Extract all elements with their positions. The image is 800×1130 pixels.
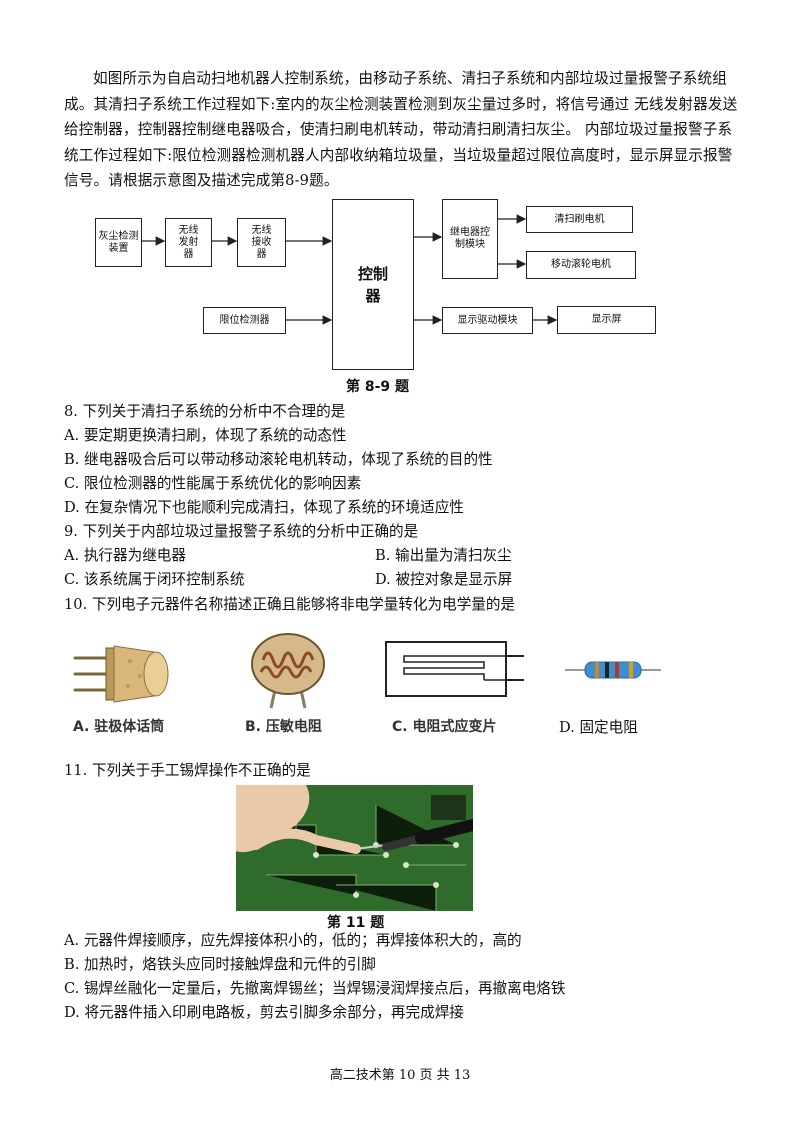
dust-sensor-box: 灰尘检测装置: [95, 218, 142, 267]
q8-stem: 8. 下列关于清扫子系统的分析中不合理的是: [64, 403, 346, 420]
q9-option-c: C. 该系统属于闭环控制系统: [64, 571, 245, 588]
wireless-receiver-box: 无线接收器: [237, 218, 286, 267]
q8-option-a: A. 要定期更换清扫刷，体现了系统的动态性: [64, 427, 347, 444]
q8-option-c: C. 限位检测器的性能属于系统优化的影响因素: [64, 475, 362, 492]
strain-gauge-image: [385, 641, 524, 697]
intro-paragraph: 如图所示为自启动扫地机器人控制系统，由移动子系统、清扫子系统和内部垃圾过量报警子…: [64, 70, 738, 189]
q9-option-d: D. 被控对象是显示屏: [375, 571, 513, 588]
q11-option-a: A. 元器件焊接顺序，应先焊接体积小的，低的；再焊接体积大的，高的: [64, 932, 522, 949]
diagram-caption: 第 8-9 题: [346, 379, 410, 395]
q8-option-d: D. 在复杂情况下也能顺利完成清扫，体现了系统的环境适应性: [64, 499, 464, 516]
q10-option-a-label: A. 驻极体话筒: [73, 719, 165, 735]
photoresistor-image: [251, 633, 325, 709]
q9-option-a: A. 执行器为继电器: [64, 547, 186, 564]
q11-caption: 第 11 题: [327, 915, 385, 931]
q9-stem: 9. 下列关于内部垃圾过量报警子系统的分析中正确的是: [64, 523, 419, 540]
q11-option-b: B. 加热时，烙铁头应同时接触焊盘和元件的引脚: [64, 956, 376, 973]
relay-module-box: 继电器控制模块: [442, 199, 498, 279]
q8-option-b: B. 继电器吸合后可以带动移动滚轮电机转动，体现了系统的目的性: [64, 451, 493, 468]
wireless-transmitter-box: 无线发射器: [165, 218, 212, 267]
q11-stem: 11. 下列关于手工锡焊操作不正确的是: [64, 762, 311, 779]
display-screen-box: 显示屏: [557, 306, 656, 334]
brush-motor-box: 清扫刷电机: [526, 206, 633, 233]
electret-microphone-image: [73, 645, 169, 703]
q9-option-b: B. 输出量为清扫灰尘: [375, 547, 512, 564]
wheel-motor-box: 移动滚轮电机: [526, 251, 636, 279]
display-driver-box: 显示驱动模块: [442, 307, 533, 334]
diagram-connectors: [142, 214, 558, 325]
q11-option-d: D. 将元器件插入印刷电路板，剪去引脚多余部分，再完成焊接: [64, 1004, 464, 1021]
q10-option-d-label: D. 固定电阻: [559, 719, 638, 736]
q10-option-b-label: B. 压敏电阻: [245, 719, 322, 735]
controller-box: 控制器: [332, 199, 414, 370]
page-footer: 高二技术第 10 页 共 13: [329, 1068, 471, 1083]
q10-stem: 10. 下列电子元器件名称描述正确且能够将非电学量转化为电学量的是: [64, 596, 516, 613]
q11-option-c: C. 锡焊丝融化一定量后，先撤离焊锡丝；当焊锡浸润焊接点后，再撤离电烙铁: [64, 980, 566, 997]
fixed-resistor-image: [565, 661, 661, 679]
q10-option-c-label: C. 电阻式应变片: [392, 719, 497, 735]
limit-detector-box: 限位检测器: [203, 307, 286, 334]
soldering-photo: [236, 785, 473, 911]
